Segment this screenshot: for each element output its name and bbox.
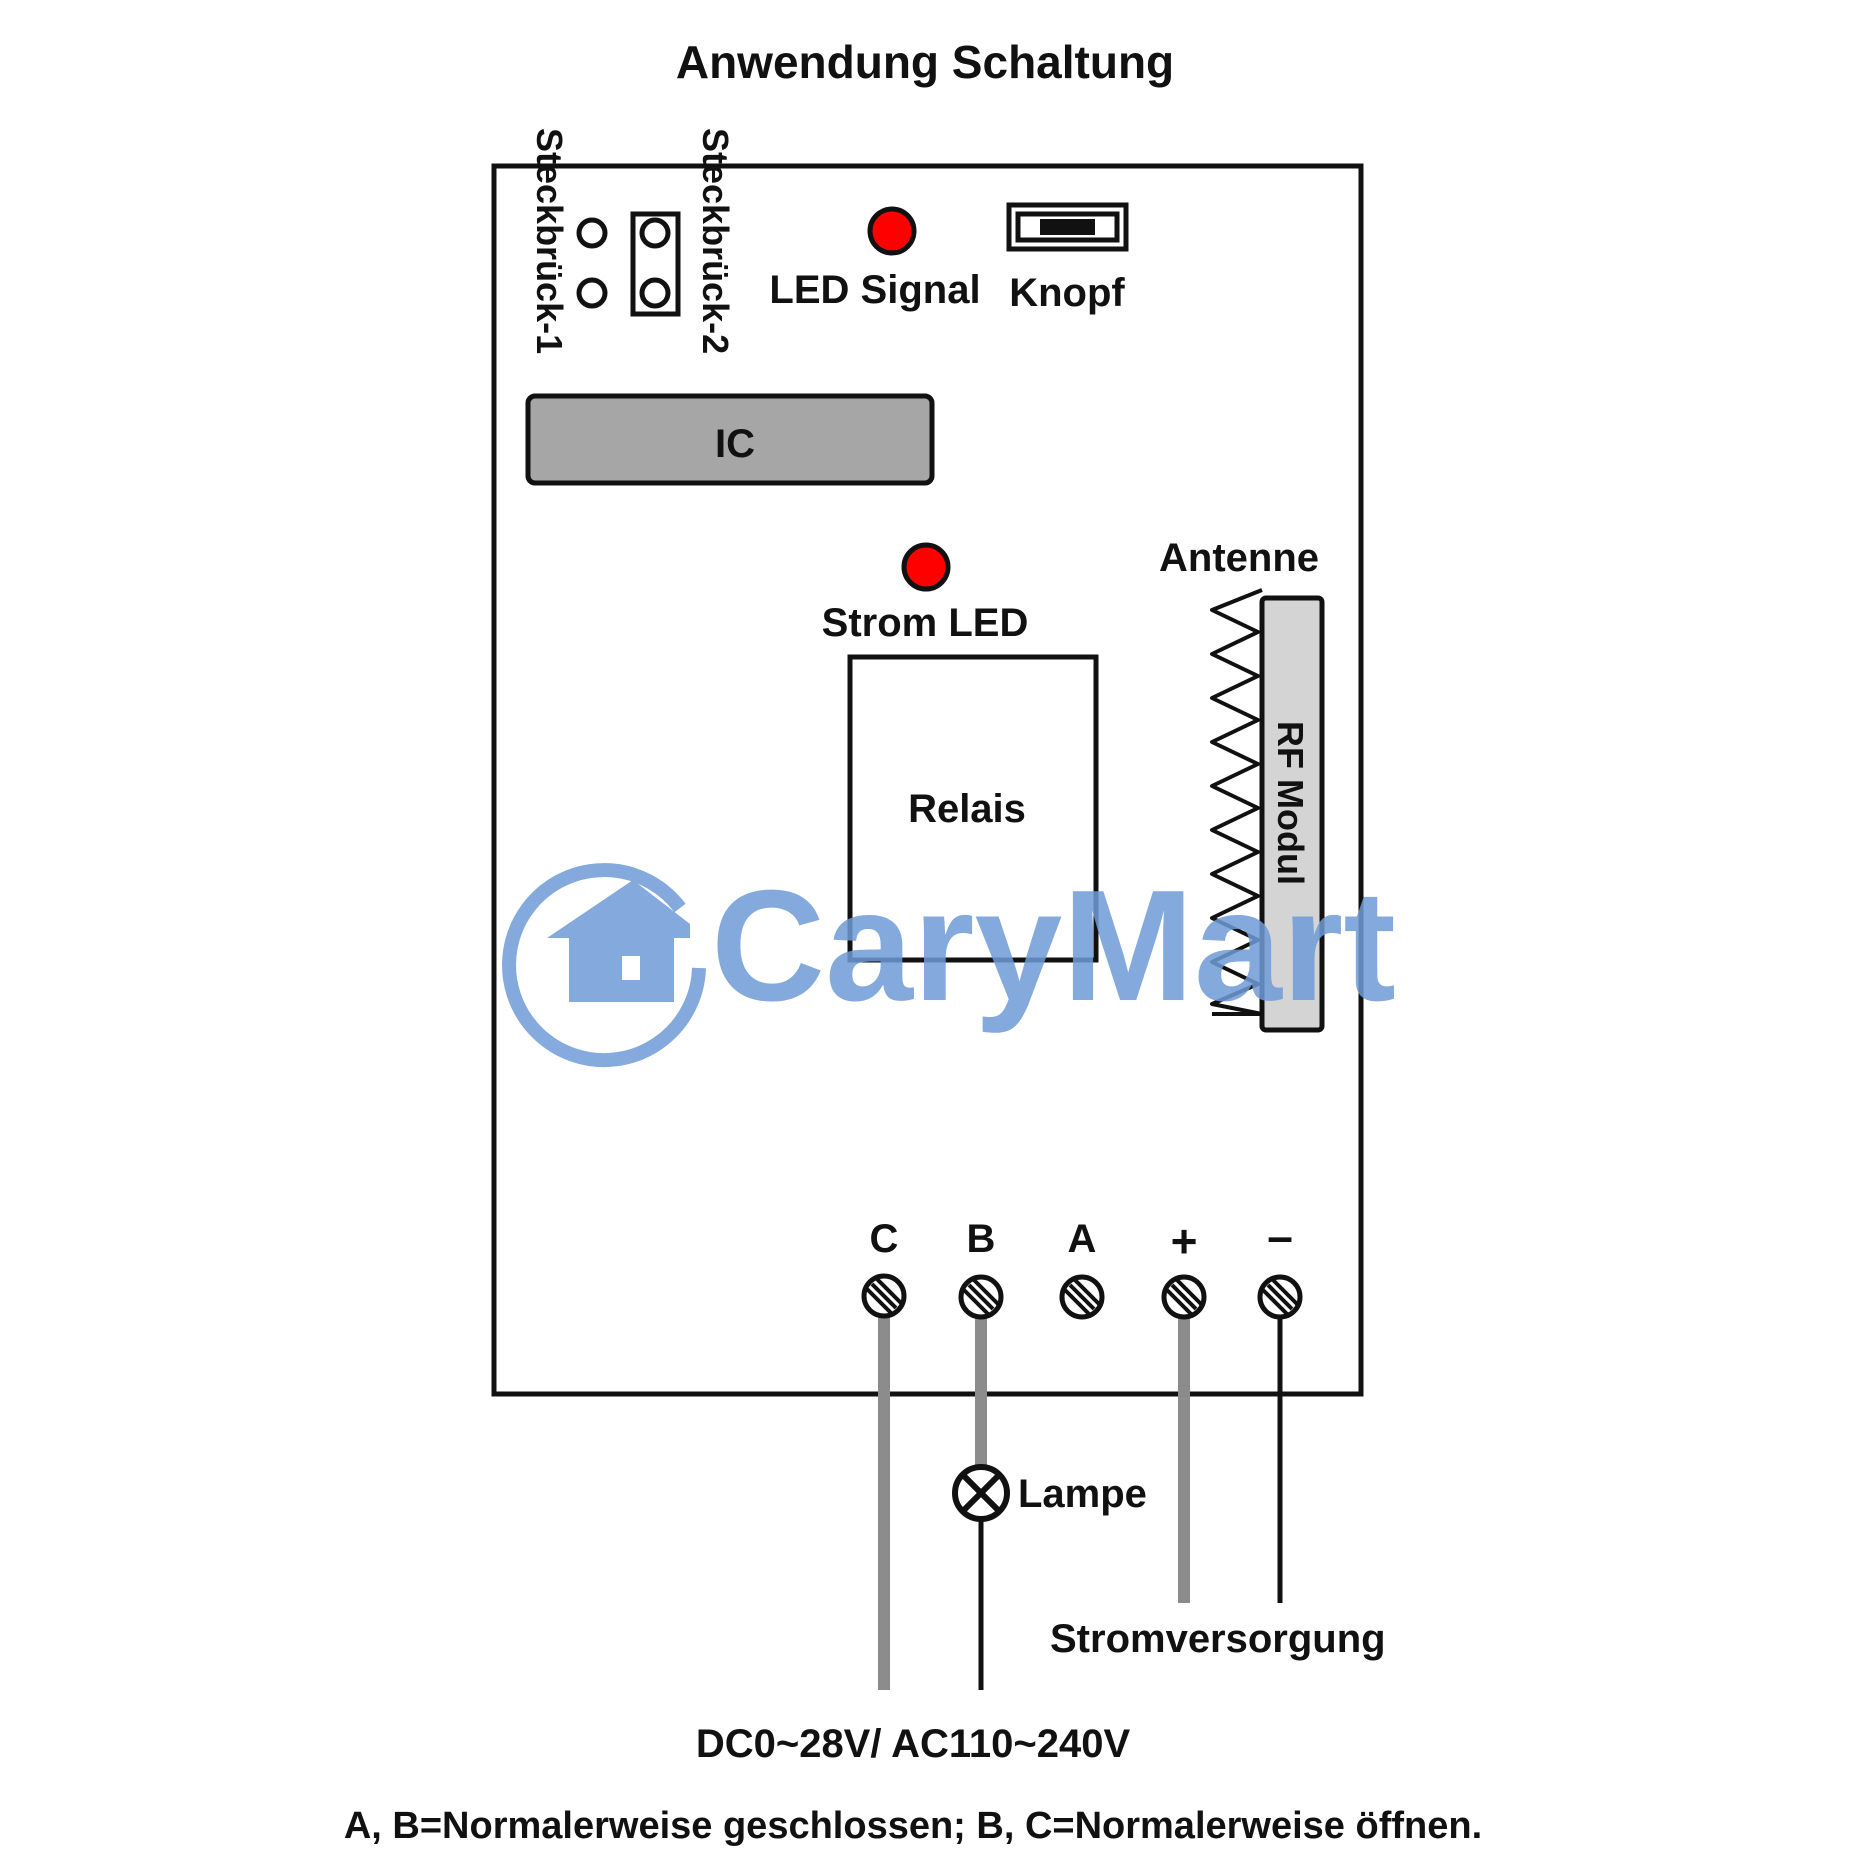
jumper-1 <box>576 217 608 309</box>
screw-terminal-b <box>958 1274 1004 1320</box>
screw-terminal-c <box>861 1273 907 1319</box>
terminal-label-plus: + <box>1171 1215 1198 1267</box>
antenna-label: Antenne <box>1159 536 1319 580</box>
ic-label: IC <box>715 422 755 466</box>
antenna-coil-icon <box>1210 588 1263 1016</box>
rf-module-label: RF Modul <box>1270 721 1311 885</box>
lamp-icon <box>952 1464 1010 1522</box>
watermark: CaryMart <box>502 858 1396 1068</box>
ic-chip <box>525 393 935 486</box>
terminal-label-b: B <box>967 1217 996 1261</box>
button-icon <box>1006 202 1129 252</box>
contact-note: A, B=Normalerweise geschlossen; B, C=Nor… <box>344 1805 1482 1847</box>
rf-module <box>1259 595 1325 1033</box>
screw-terminal-minus <box>1257 1274 1303 1320</box>
jumper-pin <box>576 277 608 309</box>
relay-box <box>847 654 1099 963</box>
house-logo-icon <box>502 863 706 1068</box>
led-signal-label: LED Signal <box>769 268 980 312</box>
jumper-cap <box>630 211 681 317</box>
jumper-pin <box>576 217 608 249</box>
diagram-title: Anwendung Schaltung <box>676 36 1174 88</box>
jumper-1-label: Steckbrück-1 <box>529 128 570 354</box>
power-supply-label: Stromversorgung <box>1050 1617 1386 1661</box>
lamp-label: Lampe <box>1018 1472 1147 1516</box>
terminal-label-a: A <box>1068 1217 1097 1261</box>
button-label: Knopf <box>1009 271 1125 315</box>
signal-led-icon <box>867 206 917 256</box>
power-led-icon <box>901 542 951 592</box>
relay-label: Relais <box>908 787 1026 831</box>
jumper-2 <box>630 211 681 317</box>
power-led-label: Strom LED <box>822 601 1029 645</box>
voltage-label: DC0~28V/ AC110~240V <box>696 1722 1131 1766</box>
screw-terminal-a <box>1059 1274 1105 1320</box>
terminal-label-c: C <box>870 1217 899 1261</box>
jumper-pin <box>639 277 671 309</box>
screw-terminal-plus <box>1161 1274 1207 1320</box>
board-outline <box>491 163 1364 1397</box>
jumper-2-label: Steckbrück-2 <box>695 128 736 354</box>
watermark-text: CaryMart <box>711 858 1396 1034</box>
jumper-pin <box>639 217 671 249</box>
terminal-label-minus: – <box>1267 1210 1293 1262</box>
